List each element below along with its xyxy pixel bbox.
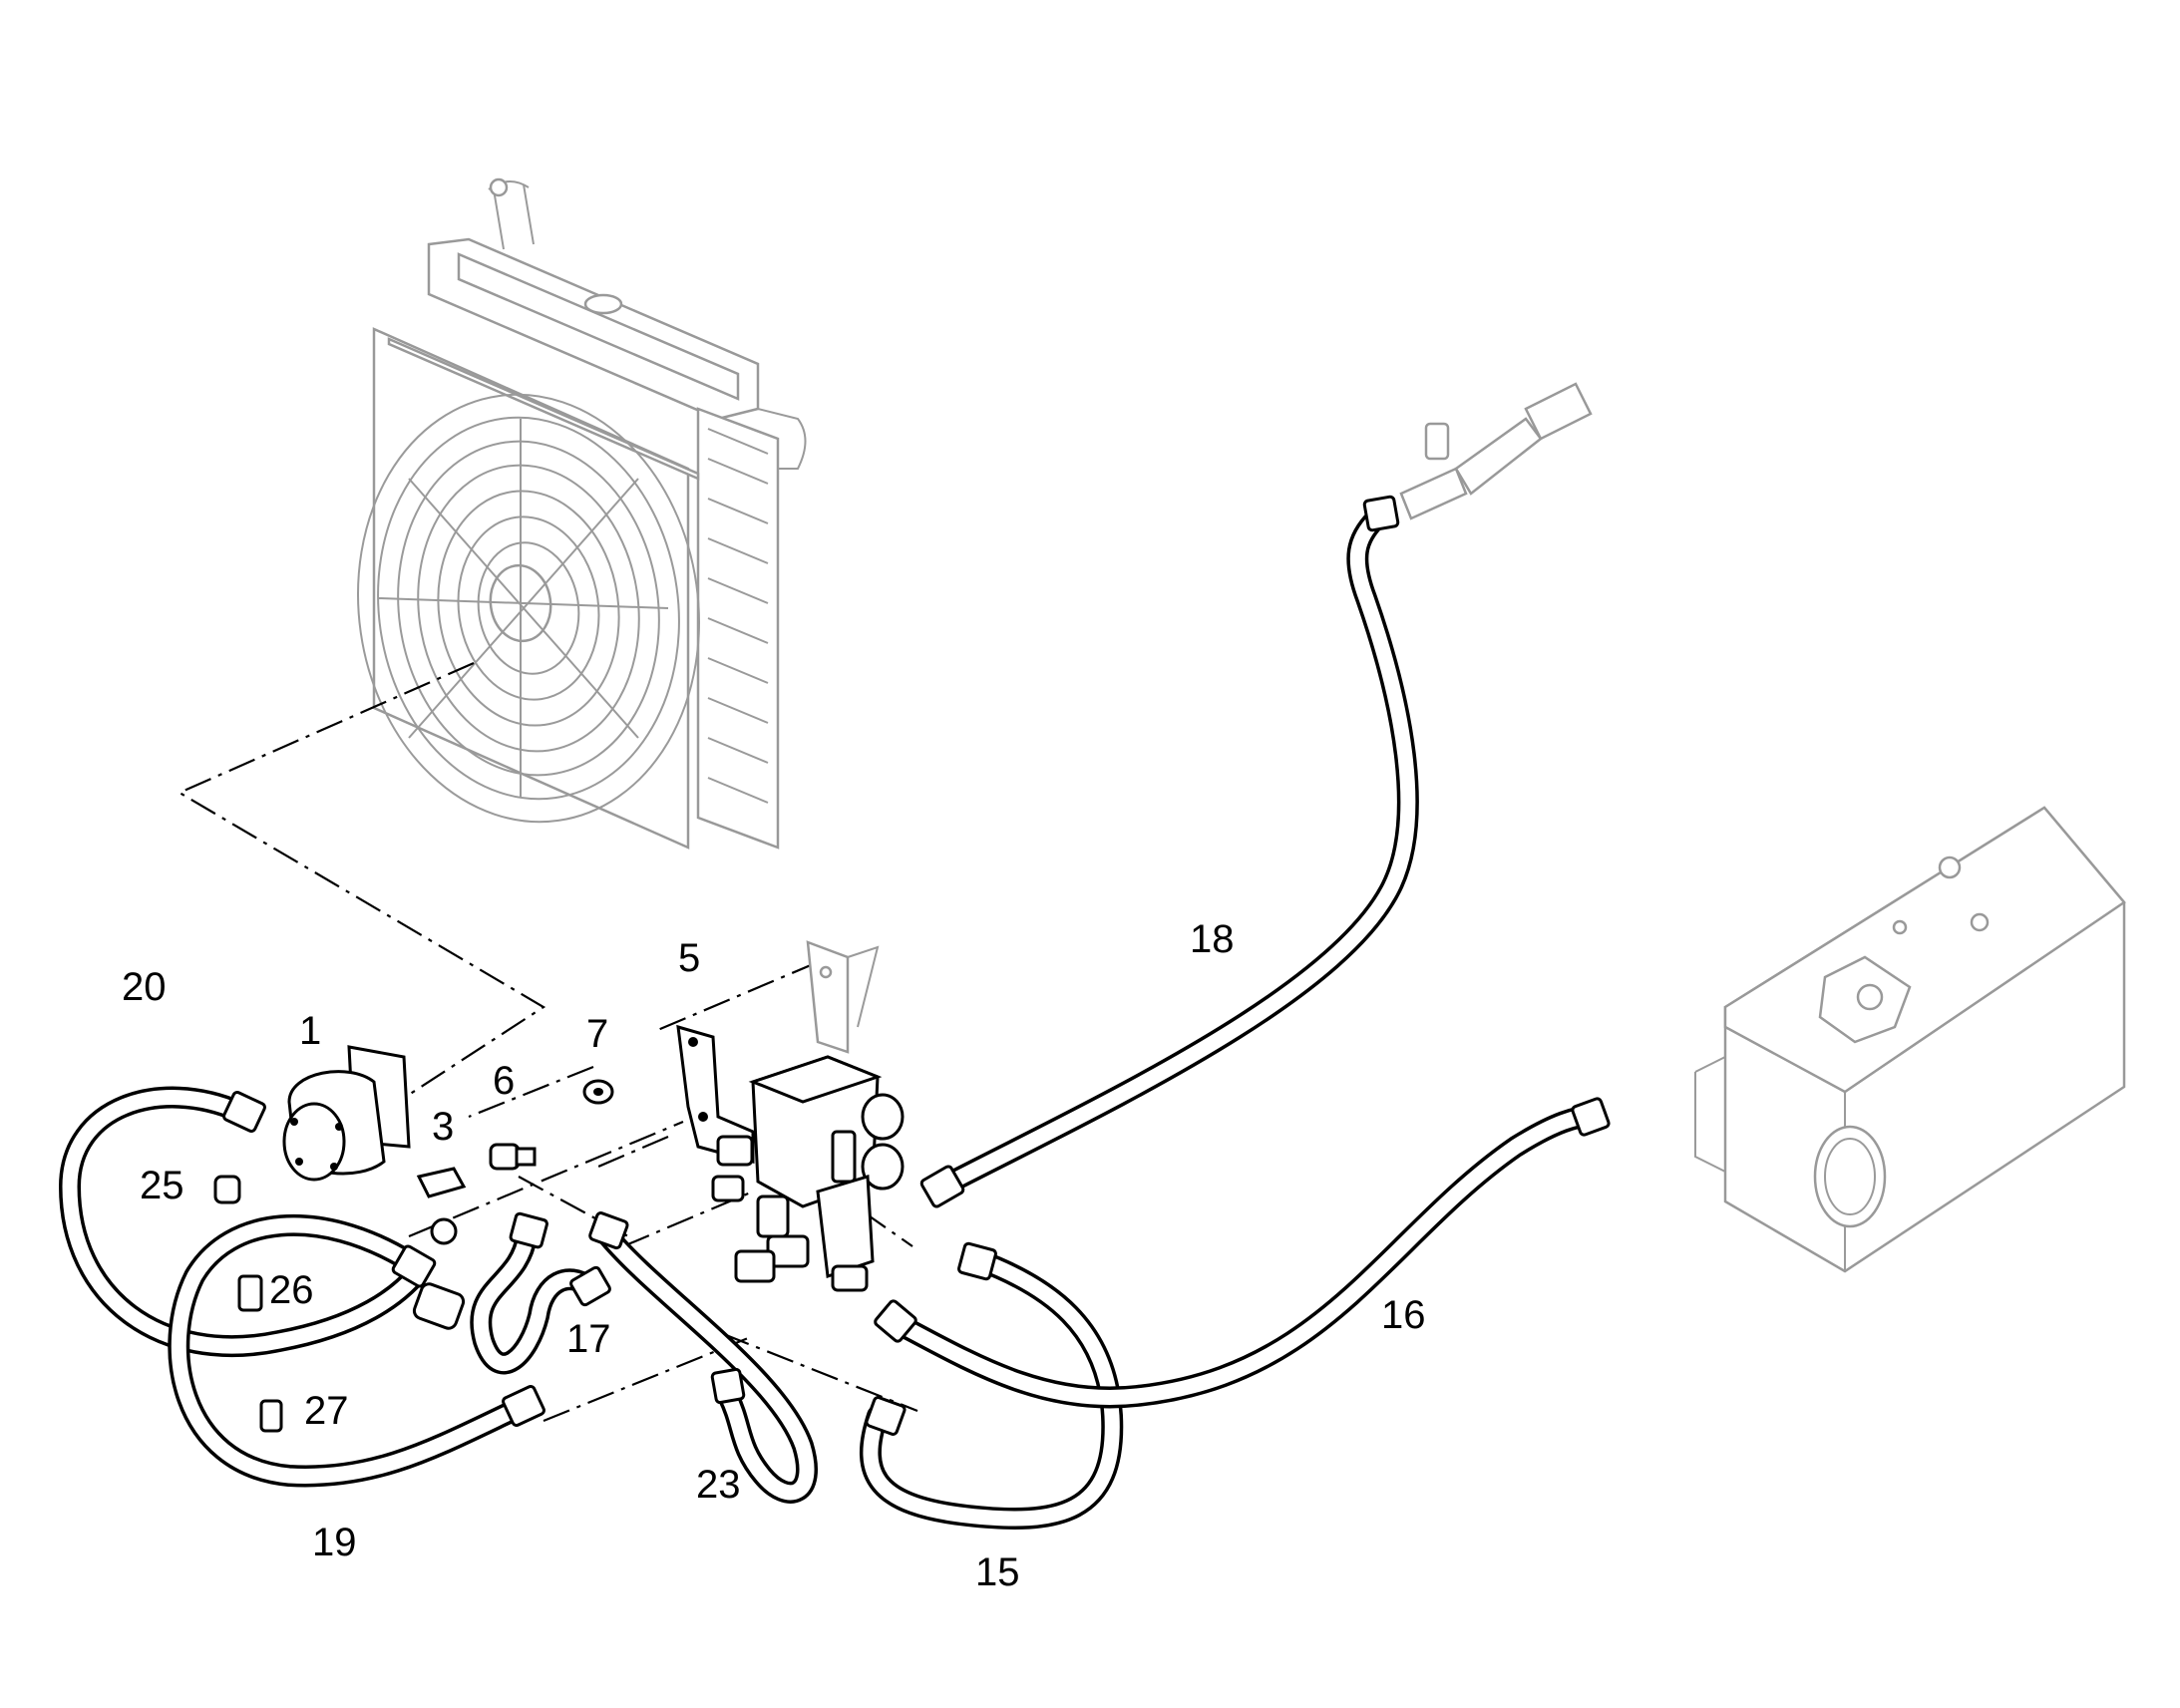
callouts: 1 3 5 6 7 15 16 17 18 19 20 23 25 26 27 <box>122 917 1426 1594</box>
callout-7: 7 <box>586 1012 608 1056</box>
callout-27: 27 <box>304 1389 349 1433</box>
hose-20 <box>59 1086 430 1357</box>
fitting-25 <box>213 1175 241 1204</box>
hoses <box>59 508 1607 1531</box>
hydraulic-oil-tank <box>1694 806 2126 1273</box>
hose-16 <box>892 1104 1607 1409</box>
hose-23 <box>597 1225 818 1504</box>
callout-1: 1 <box>299 1009 321 1053</box>
hose-18 <box>931 508 1419 1197</box>
fan-guard <box>357 393 700 824</box>
hose-15 <box>859 1250 1124 1531</box>
screw-6 <box>489 1143 537 1171</box>
pump-flange <box>416 1167 467 1245</box>
callout-16: 16 <box>1381 1293 1426 1337</box>
callout-5: 5 <box>678 936 700 980</box>
hydraulic-pump <box>282 1045 411 1182</box>
test-fitting-assembly <box>1399 382 1593 520</box>
callout-19: 19 <box>312 1521 357 1564</box>
callout-18: 18 <box>1190 917 1235 961</box>
fitting-27 <box>259 1399 283 1433</box>
mounting-plate <box>806 940 880 1054</box>
valve-block <box>676 1024 905 1292</box>
callout-17: 17 <box>566 1317 611 1361</box>
callout-6: 6 <box>493 1059 515 1103</box>
fitting-26 <box>237 1274 263 1312</box>
callout-26: 26 <box>269 1268 314 1312</box>
hose-19 <box>168 1213 535 1488</box>
callout-3: 3 <box>432 1105 454 1149</box>
callout-25: 25 <box>140 1164 184 1207</box>
hose-fittings <box>222 495 1611 1436</box>
radiator-fan-assembly <box>357 177 807 850</box>
hose-17 <box>470 1225 599 1375</box>
callout-15: 15 <box>975 1550 1020 1594</box>
washer-7 <box>582 1079 614 1105</box>
callout-20: 20 <box>122 965 167 1009</box>
callout-23: 23 <box>696 1463 741 1507</box>
